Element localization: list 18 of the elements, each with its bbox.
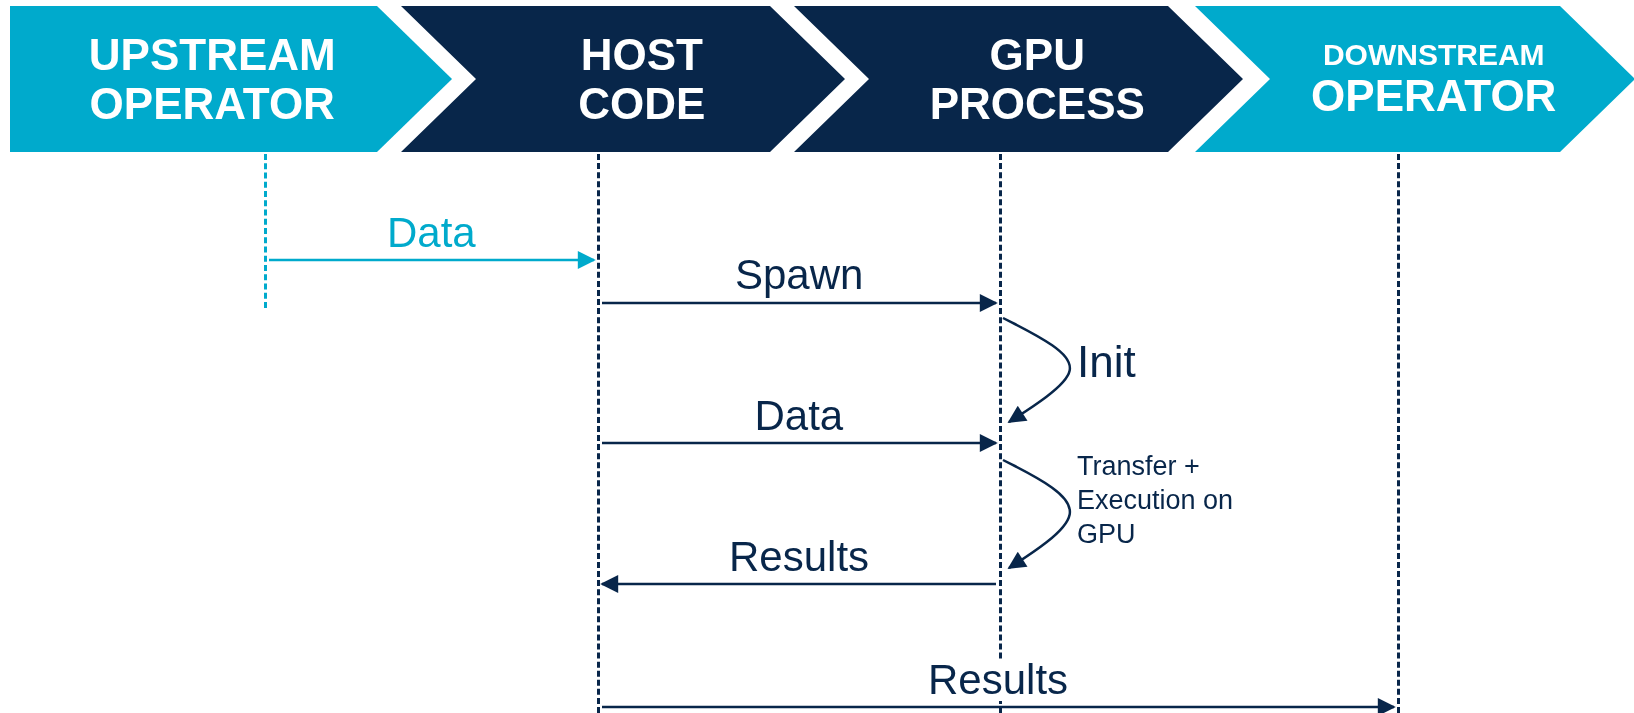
- message-arrow: [602, 294, 998, 312]
- step-label: UPSTREAM OPERATOR: [87, 29, 337, 129]
- step-label: GPU PROCESS: [928, 29, 1146, 129]
- message-arrow: [602, 434, 998, 452]
- self-arrow: [1002, 458, 1072, 570]
- message-arrow: [600, 575, 996, 593]
- lifeline: [1397, 154, 1400, 713]
- lifeline: [597, 154, 600, 713]
- self-arrow: [1002, 316, 1072, 424]
- step-label: HOST CODE: [577, 29, 707, 129]
- process-stage-banner: [10, 6, 452, 152]
- message-arrow: [602, 698, 1396, 713]
- process-stage-banner: [794, 6, 1243, 152]
- lifeline: [264, 154, 267, 308]
- process-stage-banner: [1195, 6, 1634, 152]
- process-stage-banner: [401, 6, 845, 152]
- step-label: DOWNSTREAM OPERATOR: [1310, 37, 1558, 121]
- message-arrow: [269, 251, 596, 269]
